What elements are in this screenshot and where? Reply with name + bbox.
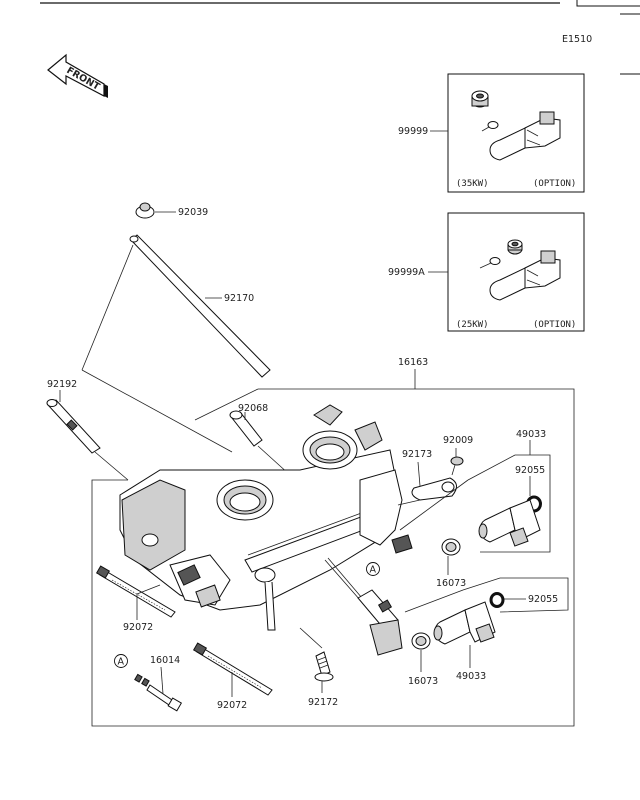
box2-note-left: (25KW) [456,320,489,330]
connector-icon [489,111,561,161]
front-arrow-icon: FRONT [47,53,108,98]
box2-note-right: (OPTION) [533,320,576,330]
injector-49033-bottom-icon [433,601,496,645]
nut-icon [471,90,489,108]
label-99999a: 99999A [388,267,425,278]
collar-16073-top-icon [441,538,461,556]
collar-16073-bottom-icon [411,632,431,650]
box1-note-left: (35KW) [456,179,489,189]
label-92068: 92068 [238,403,268,414]
label-16073-top: 16073 [436,578,466,589]
part-16014-icon [134,673,183,712]
diagram-code: E1510 [562,34,592,45]
ref-a-label: A [370,565,377,576]
hose-92068-icon [229,410,263,447]
cable-tie-92072-bottom-icon [192,642,273,696]
ref-a-label-2: A [118,657,125,668]
label-92192: 92192 [47,379,77,390]
label-92055-top: 92055 [515,465,545,476]
screw-92172-icon [314,651,334,682]
injector-box-bottom [462,577,569,613]
sensor-connector-icon [357,589,403,656]
label-16073-bottom: 16073 [408,676,438,687]
label-16163: 16163 [398,357,428,368]
option-box-35kw: (35KW) (OPTION) [447,73,585,193]
label-49033-top: 49033 [516,429,546,440]
label-92173: 92173 [402,449,432,460]
assembly-frame [91,388,575,727]
throttle-body-assembly [119,404,413,631]
bolt-icon [481,121,499,132]
nut-icon [507,239,523,255]
label-92072-bottom: 92072 [217,700,247,711]
ref-a-circle [366,562,380,576]
bolt-92009-icon [450,456,464,476]
top-right-tab [576,0,640,7]
label-92172: 92172 [308,697,338,708]
injector-49033-top-icon [478,499,541,547]
label-49033-bottom: 49033 [456,671,486,682]
hose-92192-icon [46,399,101,454]
label-92072-left: 92072 [123,622,153,633]
bolt-92039-icon [135,202,155,219]
bolt-icon [479,257,501,269]
option-box-25kw: (25KW) (OPTION) [447,212,585,332]
clamp-92173-icon [411,477,457,501]
strap-92170 [129,234,271,378]
label-16014: 16014 [150,655,180,666]
injector-box-top [467,454,551,553]
label-92055-bottom: 92055 [528,594,558,605]
ref-a-circle-2 [114,654,128,668]
label-92170: 92170 [224,293,254,304]
label-92009: 92009 [443,435,473,446]
oring-92055-bottom-icon [489,592,505,608]
label-99999: 99999 [398,126,428,137]
label-92039: 92039 [178,207,208,218]
box1-note-right: (OPTION) [533,179,576,189]
connector-icon [489,250,561,301]
